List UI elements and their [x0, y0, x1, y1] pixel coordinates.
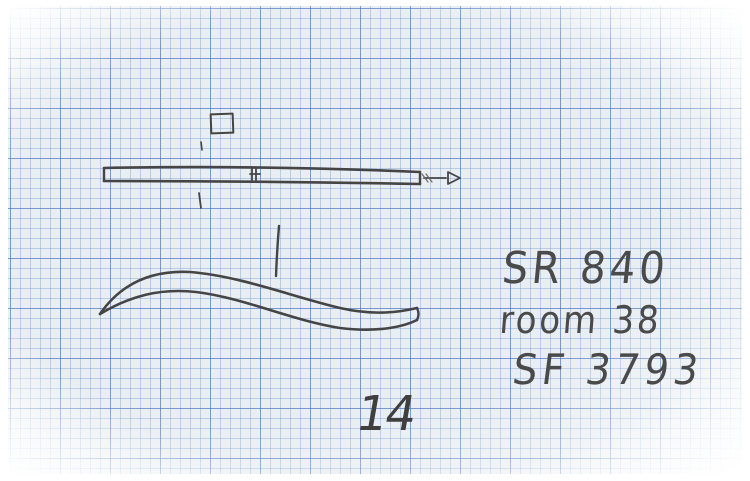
- annotation-sr: SR 840: [500, 243, 671, 294]
- separator-stroke: [274, 224, 281, 278]
- tick-mark-top: [200, 141, 203, 151]
- annotation-room: room 38: [498, 298, 664, 342]
- bar-joint-mark: [249, 166, 261, 183]
- tick-mark-bottom: [198, 192, 202, 209]
- curve-inner-edge: [98, 289, 419, 331]
- square-section-mark: [209, 112, 235, 135]
- page-number: 14: [352, 386, 419, 442]
- curve-right-end: [415, 306, 420, 322]
- bar-bottom-edge: [102, 179, 422, 186]
- bar-top-edge: [102, 165, 422, 174]
- annotation-sf: SF 3793: [510, 345, 706, 394]
